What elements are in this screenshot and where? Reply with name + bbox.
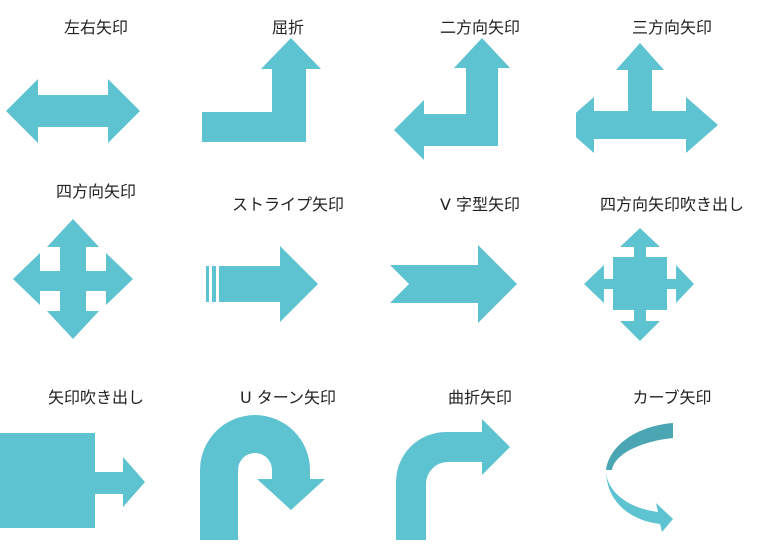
shape-label: 二方向矢印 [439,18,520,37]
shape-cell-u-turn-arrow[interactable]: U ターン矢印 [192,362,384,543]
shape-label: 三方向矢印 [631,18,712,37]
shape-label: 四方向矢印吹き出し [599,195,744,214]
shape-label: 屈折 [271,18,304,37]
shape-cell-notched-right-arrow[interactable]: V 字型矢印 [384,181,576,362]
notched-right-arrow-icon [390,245,517,323]
shape-cell-quad-arrow[interactable]: 四方向矢印 [0,181,192,362]
quad-arrow-icon [13,219,133,339]
shape-label: 曲折矢印 [447,388,512,407]
quad-arrow-callout-icon [584,228,694,341]
shape-cell-left-up-arrow[interactable]: 二方向矢印 [384,0,576,181]
shape-label: カーブ矢印 [632,388,712,407]
curved-arrow-icon [606,423,673,532]
u-turn-arrow-icon [200,415,325,540]
shape-cell-quad-arrow-callout[interactable]: 四方向矢印吹き出し [576,181,768,362]
shape-cell-left-right-arrow[interactable]: 左右矢印 [0,0,192,181]
bent-arrow-icon [396,419,510,540]
left-right-arrow-icon [6,79,140,143]
left-right-up-arrow-icon [576,43,718,153]
bent-up-arrow-icon [202,38,321,142]
left-up-arrow-icon [394,38,510,160]
shape-label: 四方向矢印 [55,182,136,201]
right-arrow-callout-icon [0,433,145,528]
shape-label: 左右矢印 [63,18,128,37]
shape-cell-striped-right-arrow[interactable]: ストライプ矢印 [192,181,384,362]
shape-label: U ターン矢印 [240,388,336,407]
shape-label: 矢印吹き出し [47,388,144,407]
striped-right-arrow-icon [206,246,318,322]
shape-label: ストライプ矢印 [231,195,344,214]
shape-cell-bent-arrow[interactable]: 曲折矢印 [384,362,576,543]
shape-cell-bent-up-arrow[interactable]: 屈折 [192,0,384,181]
shape-cell-right-arrow-callout[interactable]: 矢印吹き出し [0,362,192,543]
shape-cell-left-right-up-arrow[interactable]: 三方向矢印 [576,0,768,181]
shape-cell-curved-arrow[interactable]: カーブ矢印 [576,362,768,543]
shape-label: V 字型矢印 [439,195,521,214]
